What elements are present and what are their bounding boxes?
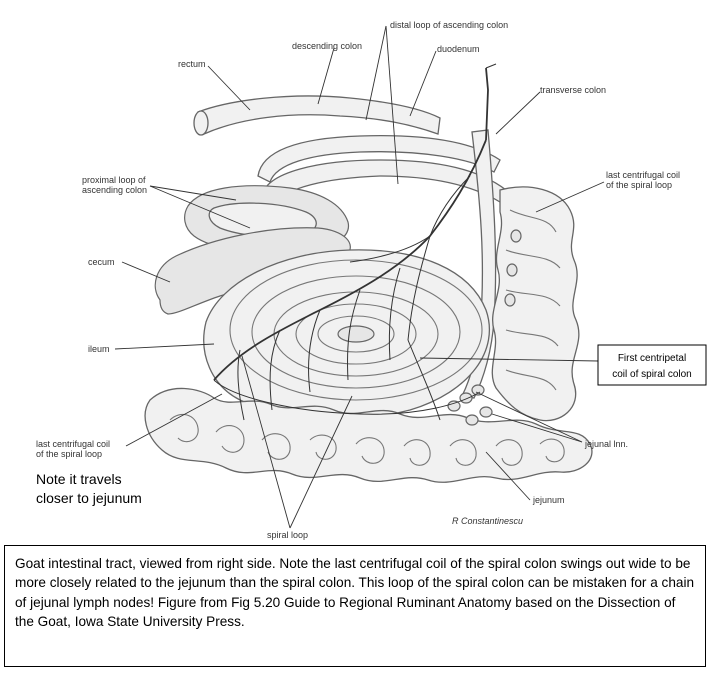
label-jejunal-lnn: jejunal lnn. [584,439,628,449]
artist-signature: R Constantinescu [452,516,523,526]
note-text: Note it travels closer to jejunum [36,471,142,506]
label-duodenum: duodenum [437,44,480,54]
label-rectum: rectum [178,59,206,69]
jejunum-coils-right [491,186,580,422]
callout-line-2: coil of spiral colon [612,369,691,380]
figure-labels: distal loop of ascending colon descendin… [36,20,680,540]
label-jejunum: jejunum [532,495,565,505]
leader-lines [114,25,605,529]
note-line-1: Note it travels [36,471,122,487]
label-last-centrifugal-right-line1: last centrifugal coil [606,170,680,180]
label-proximal-loop-line2: ascending colon [82,185,147,195]
intestinal-tract-diagram: distal loop of ascending colon descendin… [36,20,707,540]
label-last-centrifugal-left-line1: last centrifugal coil [36,439,110,449]
jejunum-coils-bottom [144,387,593,483]
note-line-2: closer to jejunum [36,490,142,506]
anatomy-illustration [144,63,593,483]
jejunal-lymph-nodes [447,229,522,426]
callout-box: First centripetal coil of spiral colon [597,344,707,386]
label-last-centrifugal-right-line2: of the spiral loop [606,180,672,190]
spiral-colon-disc [203,249,491,420]
label-cecum: cecum [88,257,115,267]
label-ileum: ileum [88,344,110,354]
label-descending-colon: descending colon [292,41,362,51]
figure-caption: Goat intestinal tract, viewed from right… [4,545,706,667]
label-transverse-colon: transverse colon [540,85,606,95]
label-distal-loop-ascending-colon: distal loop of ascending colon [390,20,508,30]
label-proximal-loop-line1: proximal loop of [82,175,146,185]
caption-text: Goat intestinal tract, viewed from right… [15,556,695,629]
label-last-centrifugal-left-line2: of the spiral loop [36,449,102,459]
mesenteric-vessels [213,139,487,421]
callout-line-1: First centripetal [618,353,686,364]
label-spiral-loop: spiral loop [267,530,308,540]
